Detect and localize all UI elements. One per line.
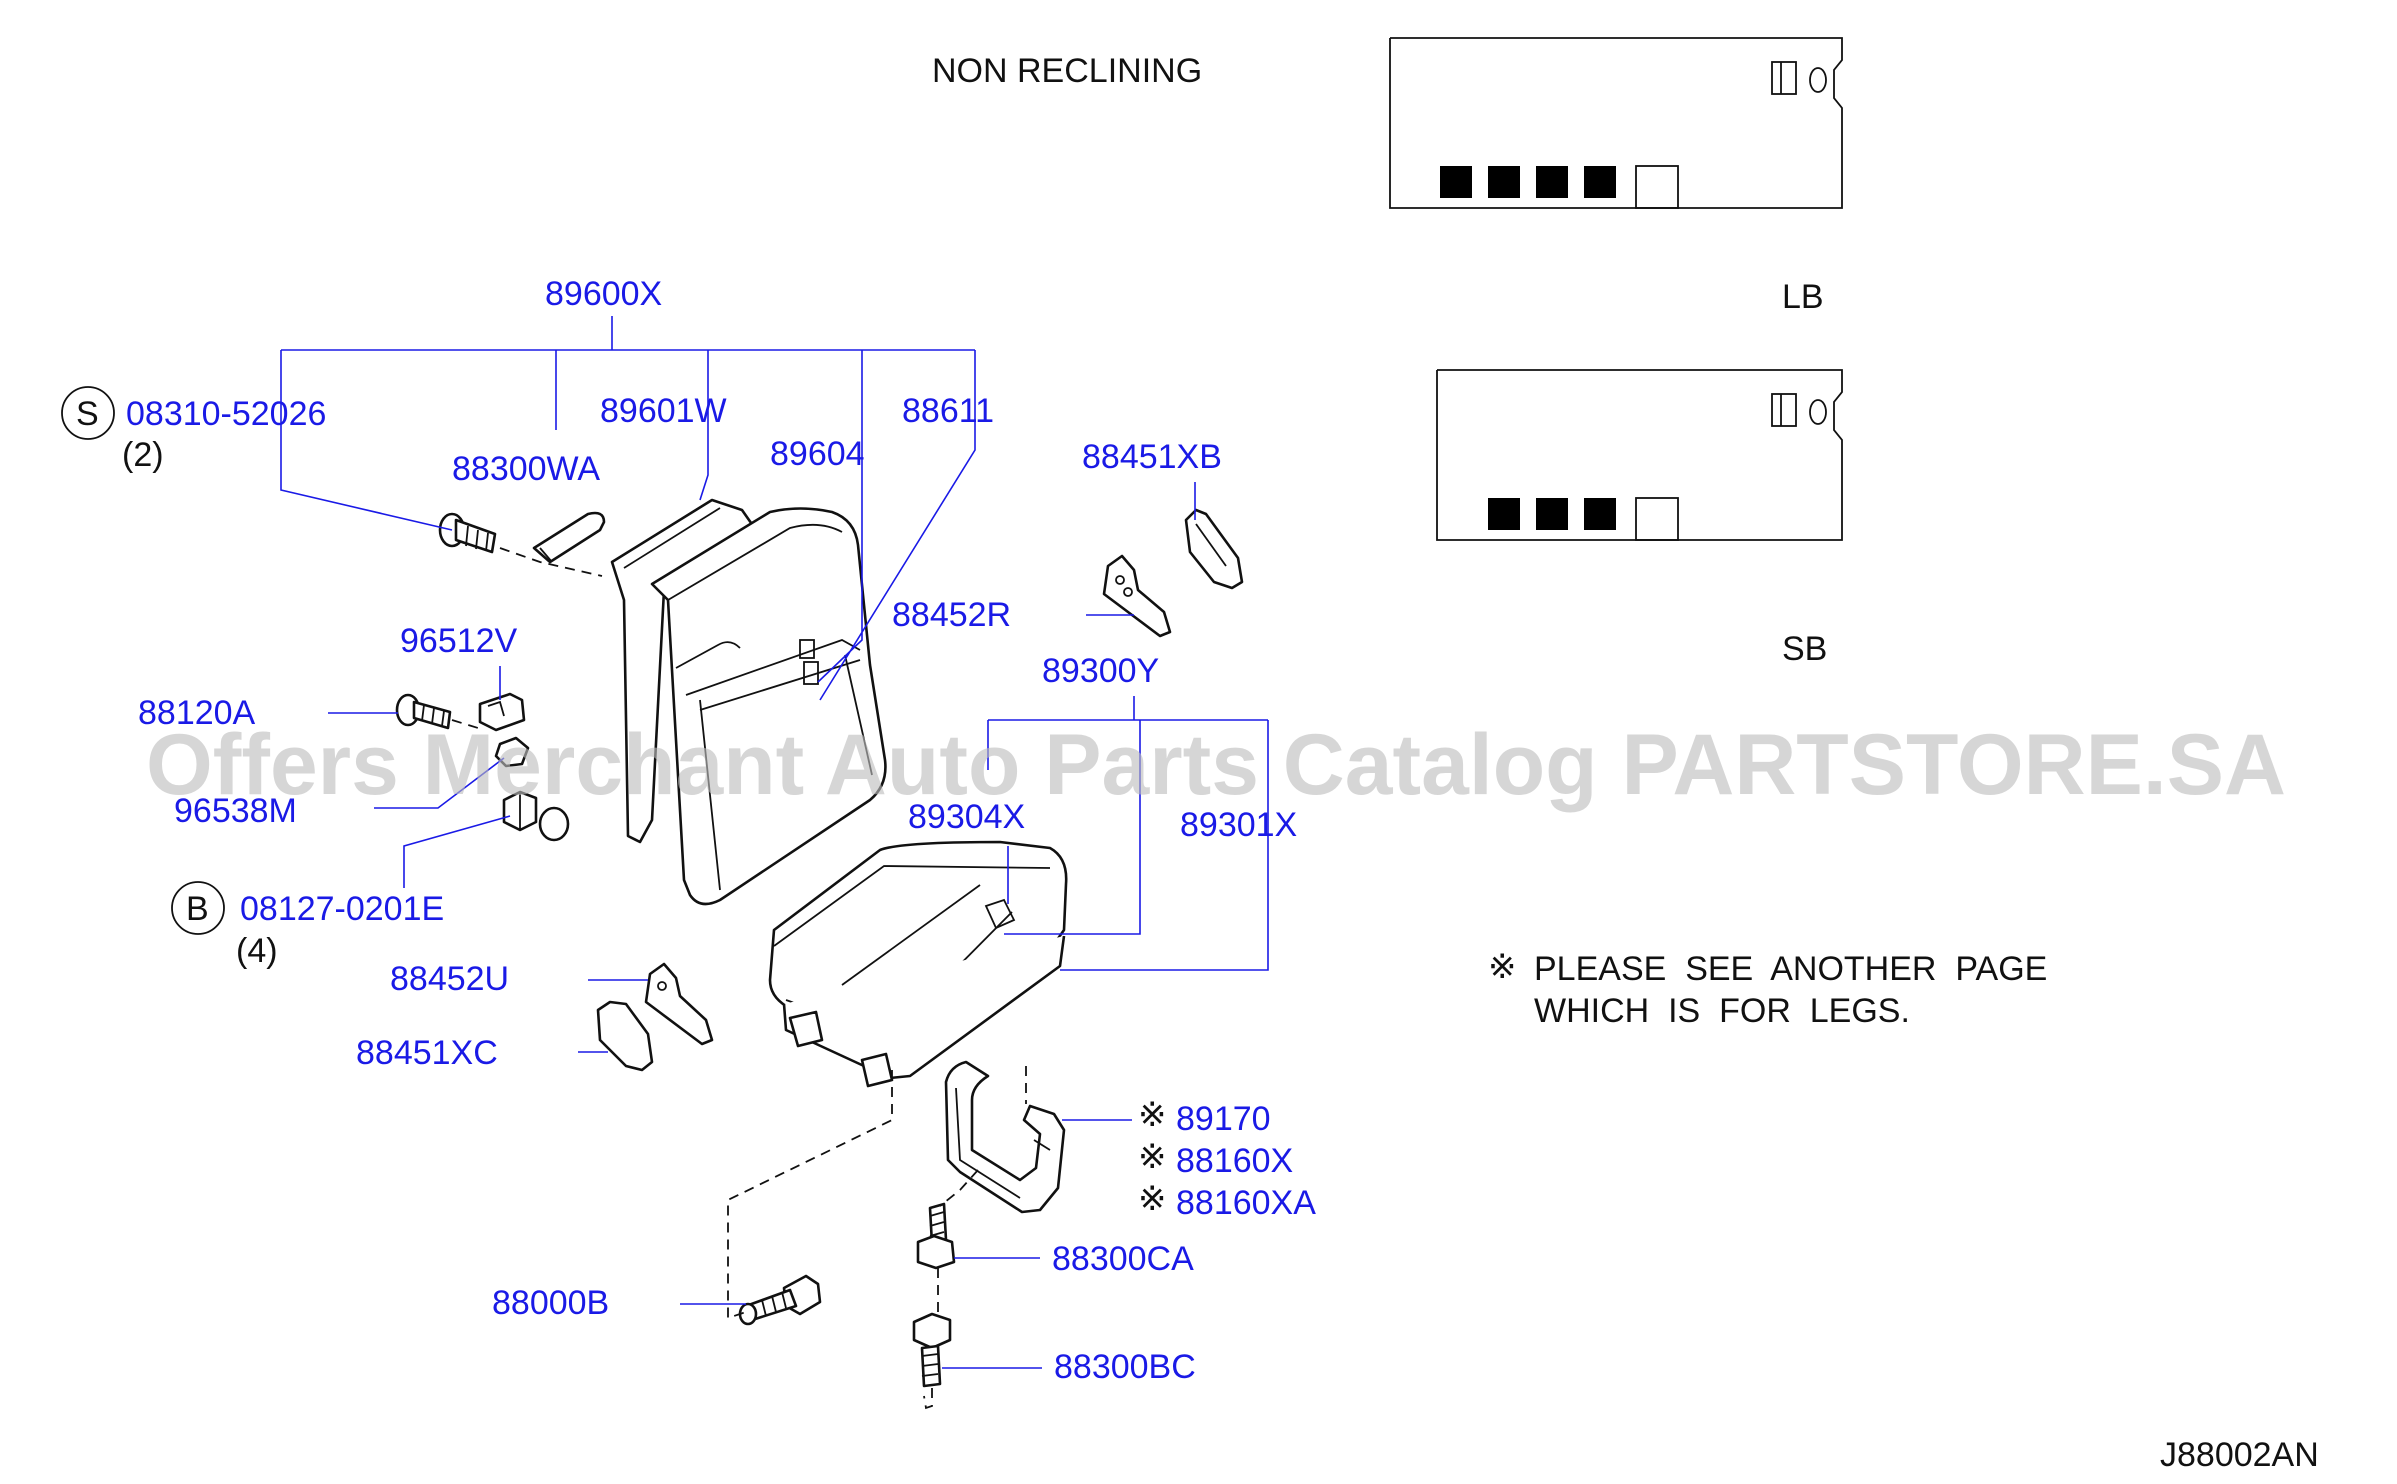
note-line-2: WHICH IS FOR LEGS. — [1534, 992, 1910, 1030]
clip-96512v — [478, 692, 526, 732]
marker-b: B — [171, 881, 225, 935]
variant-cell-lb-4 — [1584, 166, 1616, 198]
callout-89300y[interactable]: 89300Y — [1042, 652, 1159, 690]
trim-88451xb — [1184, 508, 1244, 590]
variant-cell-sb-2 — [1536, 498, 1568, 530]
variant-cell-lb-3 — [1536, 166, 1568, 198]
diagram-title: NON RECLINING — [932, 52, 1202, 90]
variant-cell-lb-1 — [1440, 166, 1472, 198]
bolt-88300bc — [912, 1312, 952, 1388]
bolt-88300ca — [916, 1202, 956, 1270]
callout-88300wa[interactable]: 88300WA — [452, 450, 600, 488]
callout-88611[interactable]: 88611 — [902, 392, 994, 430]
callout-88300bc[interactable]: 88300BC — [1054, 1348, 1196, 1386]
callout-88451xb[interactable]: 88451XB — [1082, 438, 1222, 476]
callout-08310-52026[interactable]: 08310-52026 — [126, 395, 326, 433]
marker-s-letter: S — [76, 395, 99, 433]
variant-cell-sb-open — [1635, 497, 1679, 541]
handle-88300wa — [532, 511, 606, 564]
note-line-1: PLEASE SEE ANOTHER PAGE — [1534, 950, 2047, 988]
bolt-88000b — [738, 1274, 822, 1326]
callout-88160xa[interactable]: 88160XA — [1176, 1184, 1316, 1222]
drawing-code: J88002AN — [2160, 1436, 2319, 1474]
bolt-08310-52026 — [438, 512, 497, 554]
callout-96512v[interactable]: 96512V — [400, 622, 518, 660]
callout-89300y-group: 89300Y — [987, 652, 1269, 971]
callout-88452u[interactable]: 88452U — [390, 960, 509, 998]
callout-89301x[interactable]: 89301X — [1180, 806, 1297, 844]
variant-box-sb — [1436, 369, 1843, 541]
bolt-88120a — [395, 693, 452, 730]
watermark-text: Offers Merchant Auto Parts Catalog PARTS… — [146, 717, 2286, 813]
ref-mark-89170: ※ — [1138, 1096, 1167, 1134]
ref-mark-88160xa: ※ — [1138, 1180, 1167, 1218]
callout-89601w[interactable]: 89601W — [600, 392, 727, 430]
callout-88120a[interactable]: 88120A — [138, 694, 256, 732]
variant-cell-sb-1 — [1488, 498, 1520, 530]
variant-box-lb — [1389, 37, 1843, 209]
marker-b-letter: B — [186, 890, 209, 928]
variant-label-sb: SB — [1782, 630, 1827, 668]
callout-08310-qty: (2) — [122, 436, 164, 474]
callout-88452r[interactable]: 88452R — [892, 596, 1011, 634]
seat-cushion-drawing — [768, 840, 1068, 1088]
marker-s: S — [61, 386, 115, 440]
note-ref-mark: ※ — [1488, 948, 1517, 986]
variant-cell-sb-3 — [1584, 498, 1616, 530]
callout-08127-0201e[interactable]: 08127-0201E — [240, 890, 444, 928]
callout-89604[interactable]: 89604 — [770, 435, 865, 473]
callout-88000b[interactable]: 88000B — [492, 1284, 609, 1322]
callout-88300ca[interactable]: 88300CA — [1052, 1240, 1194, 1278]
trim-88452r — [1102, 554, 1172, 638]
variant-cell-lb-2 — [1488, 166, 1520, 198]
callout-96538m[interactable]: 96538M — [174, 792, 297, 830]
seat-back-drawing — [610, 498, 887, 906]
variant-label-lb: LB — [1782, 278, 1824, 316]
trim-88452u — [644, 962, 714, 1046]
callout-89170[interactable]: 89170 — [1176, 1100, 1271, 1138]
ref-mark-88160x: ※ — [1138, 1138, 1167, 1176]
callout-88160x[interactable]: 88160X — [1176, 1142, 1293, 1180]
callout-89304x[interactable]: 89304X — [908, 798, 1025, 836]
callout-89600x[interactable]: 89600X — [545, 275, 662, 313]
leg-bracket-89170 — [944, 1060, 1066, 1214]
callout-88451xc[interactable]: 88451XC — [356, 1034, 498, 1072]
variant-cell-lb-open — [1635, 165, 1679, 209]
callout-08127-qty: (4) — [236, 932, 278, 970]
trim-88451xc — [596, 1000, 654, 1072]
callout-89600x-group: 89600X — [280, 275, 976, 701]
bolt-08127-0201e — [502, 790, 570, 842]
